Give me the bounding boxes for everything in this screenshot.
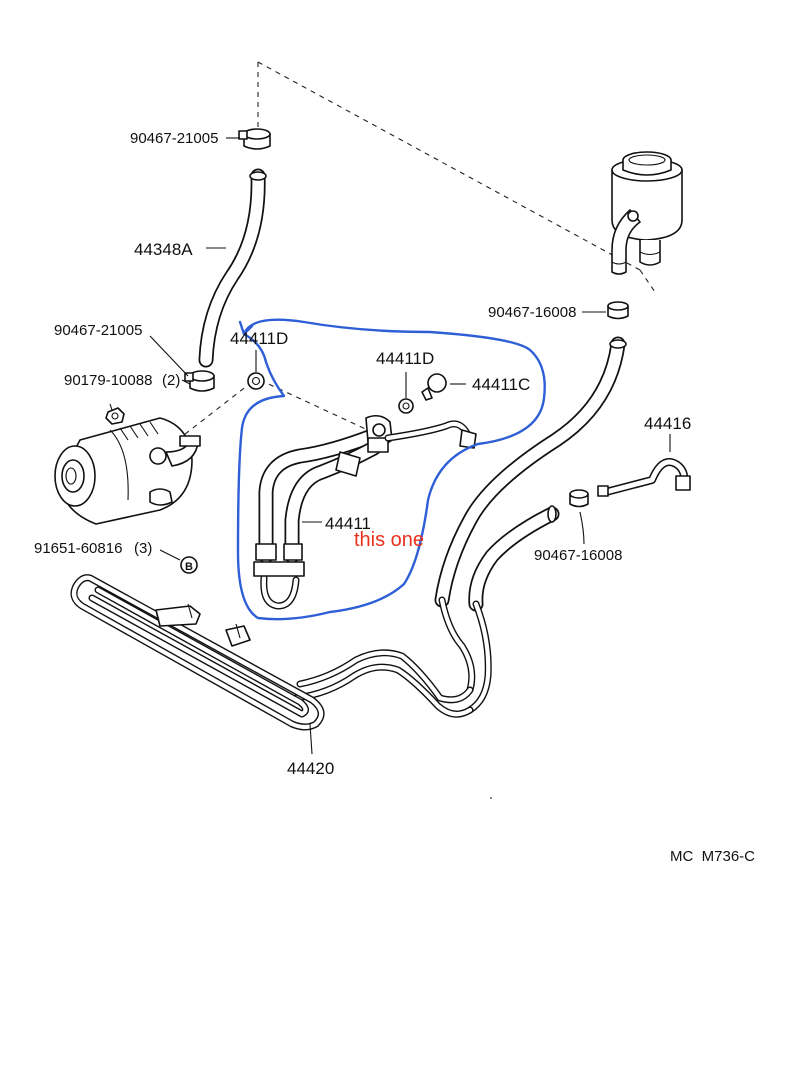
annotation-note: this one: [354, 529, 424, 551]
figure-code: MC M736-C: [670, 848, 755, 865]
label-pump-bolt-qty: (2): [162, 372, 180, 389]
hose-clamp-reservoir: [607, 301, 629, 320]
part-labels: 90467-21005 44348A 90467-21005 90179-100…: [34, 130, 691, 778]
annotation-arrow-tick: [238, 320, 254, 336]
label-clamp-mid: 90467-21005: [54, 322, 142, 339]
gasket-left: [247, 372, 265, 390]
power-steering-pump: [54, 417, 201, 525]
label-cooler-bolt: 91651-60816: [34, 540, 122, 557]
leader-lines: [109, 137, 671, 755]
label-union-bolt: 44411C: [472, 375, 530, 394]
hose-clamp-mid: [184, 370, 215, 392]
cooler-pipes: [292, 596, 492, 718]
pressure-hose-assembly: [253, 414, 477, 610]
annotation-circle: [236, 318, 546, 621]
label-gasket-right: 44411D: [376, 349, 434, 368]
hose-clamp-lower: [569, 489, 589, 508]
reservoir-tank: [611, 151, 683, 275]
label-clamp-top: 90467-21005: [130, 130, 218, 147]
label-cooler-bolt-qty: (3): [134, 540, 152, 557]
hose-clamp-top: [238, 128, 271, 150]
label-cooler: 44420: [287, 759, 334, 778]
stray-dot: [490, 797, 492, 799]
label-pump-bolt: 90179-10088: [64, 372, 152, 389]
annotation-marks: [236, 318, 546, 621]
label-clamp-reservoir: 90467-16008: [488, 304, 576, 321]
return-tube: [597, 458, 691, 497]
return-hose: [198, 168, 267, 368]
label-pressure-hose: 44411: [325, 514, 371, 533]
cooler-bolt: [180, 556, 198, 574]
pump-bolt: [105, 407, 125, 425]
cooler-loop: [70, 574, 325, 731]
alignment-lines: [161, 61, 656, 453]
union-bolt: [421, 373, 447, 401]
label-return-hose: 44348A: [134, 240, 193, 259]
lower-hose: [468, 505, 560, 612]
label-clamp-lower: 90467-16008: [534, 547, 622, 564]
label-return-tube: 44416: [644, 414, 691, 433]
gasket-right: [398, 398, 414, 414]
bolt-symbol: B: [185, 561, 193, 573]
label-gasket-left: 44411D: [230, 329, 288, 348]
supply-hose: [434, 336, 627, 608]
